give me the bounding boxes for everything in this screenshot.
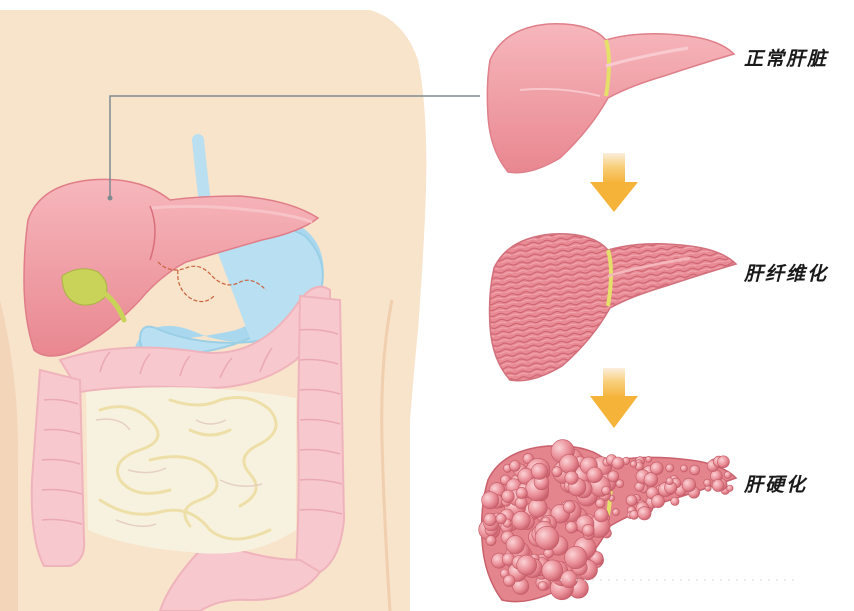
- nodule: [502, 490, 515, 503]
- nodule: [565, 471, 578, 484]
- nodule: [666, 464, 674, 472]
- nodule: [565, 546, 588, 569]
- nodule: [538, 581, 547, 590]
- nodule: [587, 467, 603, 483]
- nodule: [566, 522, 578, 534]
- nodule: [504, 575, 516, 587]
- nodule: [681, 465, 688, 472]
- normal-liver: [487, 24, 734, 173]
- nodule: [484, 513, 497, 526]
- nodule: [690, 465, 700, 475]
- nodule: [512, 511, 530, 529]
- nodule: [563, 501, 575, 513]
- nodule: [486, 536, 496, 546]
- nodule: [542, 560, 563, 581]
- nodule: [638, 507, 651, 520]
- nodule: [510, 461, 521, 472]
- nodule: [717, 456, 729, 468]
- nodule: [582, 524, 594, 536]
- nodule: [482, 492, 499, 509]
- nodule: [552, 467, 562, 477]
- down-arrow-icon: [590, 368, 638, 428]
- nodule: [644, 473, 658, 487]
- nodule: [506, 536, 524, 554]
- nodule: [727, 485, 733, 491]
- nodule: [630, 461, 637, 468]
- nodule: [516, 487, 527, 498]
- nodule: [594, 508, 608, 522]
- nodule: [496, 514, 506, 524]
- label-liver-fibrosis: 肝纤维化: [744, 259, 828, 286]
- fibrosis-liver: [490, 234, 737, 381]
- nodule: [666, 478, 673, 485]
- nodule: [612, 457, 624, 469]
- nodule: [704, 479, 711, 486]
- nodule: [535, 526, 559, 550]
- nodule: [596, 499, 605, 508]
- nodule: [602, 486, 611, 495]
- nodule: [613, 509, 620, 516]
- label-normal-liver: 正常肝脏: [744, 44, 828, 71]
- nodule: [560, 454, 579, 473]
- pointer-dot: [108, 196, 113, 201]
- small-intestine: [86, 387, 296, 553]
- nodule: [671, 497, 679, 505]
- nodule: [646, 456, 652, 462]
- nodule: [652, 495, 665, 508]
- nodule: [517, 555, 537, 575]
- nodule: [531, 463, 547, 479]
- nodule: [682, 478, 696, 492]
- down-arrow-icon: [590, 153, 638, 212]
- nodule: [724, 472, 731, 479]
- label-liver-cirrhosis: 肝硬化: [744, 470, 807, 497]
- nodule: [712, 480, 724, 492]
- nodule: [626, 495, 637, 506]
- nodule: [608, 471, 619, 482]
